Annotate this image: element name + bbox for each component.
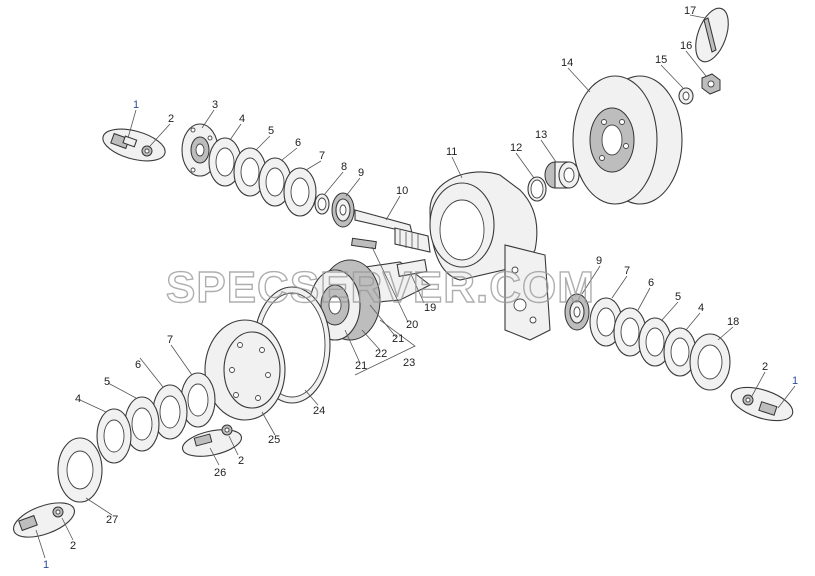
callout-6-bottom: 6 [135, 359, 141, 371]
callout-2-right: 2 [762, 361, 768, 373]
callout-10: 10 [396, 185, 408, 197]
castle-nut-16 [701, 73, 721, 95]
callout-14: 14 [561, 57, 573, 69]
callout-1-right: 1 [792, 375, 798, 387]
callout-7-top: 7 [319, 150, 325, 162]
callout-25: 25 [268, 434, 280, 446]
ring-12 [527, 176, 547, 202]
callout-21-b: 21 [355, 360, 367, 372]
right-bearing-9 [564, 293, 590, 331]
shaft-10 [354, 209, 431, 253]
bolt-26-assembly [181, 424, 243, 457]
callout-23: 23 [403, 357, 415, 369]
callout-6-right: 6 [648, 277, 654, 289]
callout-1-top-left: 1 [133, 99, 139, 111]
ring-8 [314, 193, 330, 215]
top-left-bolt-assembly [102, 128, 166, 162]
callout-18: 18 [727, 316, 739, 328]
watermark-text: SPECSERVER.COM [166, 263, 595, 312]
callout-11: 11 [446, 146, 457, 158]
callout-17: 17 [684, 5, 696, 17]
washer-15 [678, 87, 694, 105]
callout-7-bottom: 7 [167, 334, 173, 346]
callout-4-top: 4 [239, 113, 245, 125]
callout-9-top: 9 [358, 167, 364, 179]
flange-27 [57, 437, 103, 503]
leader-lines [35, 14, 796, 559]
bearing-13 [544, 161, 580, 189]
callout-8: 8 [341, 161, 347, 173]
callout-16: 16 [680, 40, 692, 52]
callout-27: 27 [106, 514, 118, 526]
callout-13: 13 [535, 129, 547, 141]
bearing-9-top [331, 192, 355, 228]
bottom-left-shim-stack [96, 372, 216, 464]
right-cover-18 [689, 333, 731, 391]
callout-4-bottom: 4 [75, 393, 81, 405]
housing-11 [429, 171, 551, 341]
callout-4-right: 4 [698, 302, 704, 314]
callout-2-middle: 2 [238, 455, 244, 467]
cotter-pin-17 [695, 7, 729, 63]
callout-5-bottom: 5 [104, 376, 110, 388]
callout-20: 20 [406, 319, 418, 331]
cover-25 [204, 319, 286, 421]
callout-22: 22 [375, 348, 387, 360]
right-shim-stack [589, 297, 697, 377]
callout-labels: 1 2 3 4 5 6 7 8 9 10 11 12 13 14 15 16 1… [43, 5, 798, 571]
callout-15: 15 [655, 54, 667, 66]
callout-2-top-left: 2 [168, 113, 174, 125]
gear-assembly-21-22 [309, 237, 432, 341]
callout-12: 12 [510, 142, 522, 154]
callout-6-top: 6 [295, 137, 301, 149]
callout-5-right: 5 [675, 291, 681, 303]
callout-7-right: 7 [624, 265, 630, 277]
callout-3: 3 [212, 99, 218, 111]
drum-14 [572, 75, 683, 205]
right-bolt-assembly [730, 386, 794, 422]
top-left-shim-stack [208, 137, 317, 217]
callout-9-right: 9 [596, 255, 602, 267]
callout-26: 26 [214, 467, 226, 479]
bottom-bolt-assembly [13, 502, 75, 538]
callout-1-bottom: 1 [43, 559, 49, 571]
callout-2-bottom: 2 [70, 540, 76, 552]
callout-21-a: 21 [392, 333, 404, 345]
callout-24: 24 [313, 405, 325, 417]
callout-19: 19 [424, 302, 436, 314]
callout-5-top: 5 [268, 125, 274, 137]
